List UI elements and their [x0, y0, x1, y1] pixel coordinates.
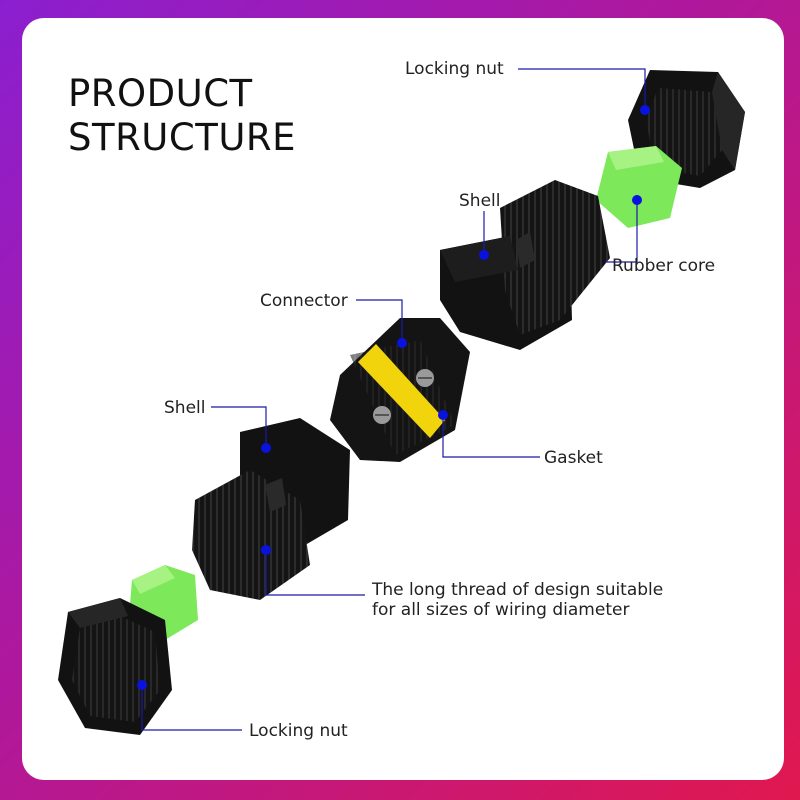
- label-connector: Connector: [260, 291, 348, 311]
- label-shell-top: Shell: [459, 191, 501, 211]
- label-shell-bottom: Shell: [164, 398, 206, 418]
- title-line-2: STRUCTURE: [68, 116, 296, 159]
- page-title: PRODUCT STRUCTURE: [68, 72, 296, 160]
- callout-dot-rubber-core: [632, 195, 642, 205]
- callout-line-gasket: [442, 415, 540, 458]
- top-shell: [440, 180, 610, 350]
- callout-dots: [137, 105, 650, 690]
- label-locking-nut-bottom: Locking nut: [249, 721, 348, 741]
- title-line-1: PRODUCT: [68, 72, 253, 115]
- top-rubber-core: [596, 146, 682, 228]
- callout-line-shell-bottom: [211, 406, 267, 448]
- yellow-gasket: [358, 344, 445, 438]
- label-thread-line-1: The long thread of design suitable: [372, 580, 664, 600]
- callout-dot-shell-bottom: [261, 443, 271, 453]
- bottom-shell: [192, 418, 350, 600]
- callout-line-thread: [265, 550, 365, 596]
- callout-line-rubber-core: [605, 200, 638, 263]
- label-thread-line-2: for all sizes of wiring diameter: [372, 600, 630, 620]
- callout-dot-locking-nut-top: [640, 105, 650, 115]
- callout-line-locking-nut-bottom: [141, 685, 242, 731]
- label-gasket: Gasket: [544, 448, 603, 468]
- callout-dot-locking-nut-bottom: [137, 680, 147, 690]
- callout-dot-thread: [261, 545, 271, 555]
- label-locking-nut-top: Locking nut: [405, 59, 504, 79]
- callout-lines: [141, 68, 646, 731]
- callout-dot-connector: [397, 338, 407, 348]
- label-rubber-core: Rubber core: [612, 256, 716, 276]
- bottom-locking-nut: [58, 598, 172, 735]
- callout-dot-shell-top: [479, 250, 489, 260]
- callout-line-locking-nut-top: [518, 68, 646, 110]
- callout-line-connector: [356, 299, 403, 343]
- callout-dot-gasket: [438, 410, 448, 420]
